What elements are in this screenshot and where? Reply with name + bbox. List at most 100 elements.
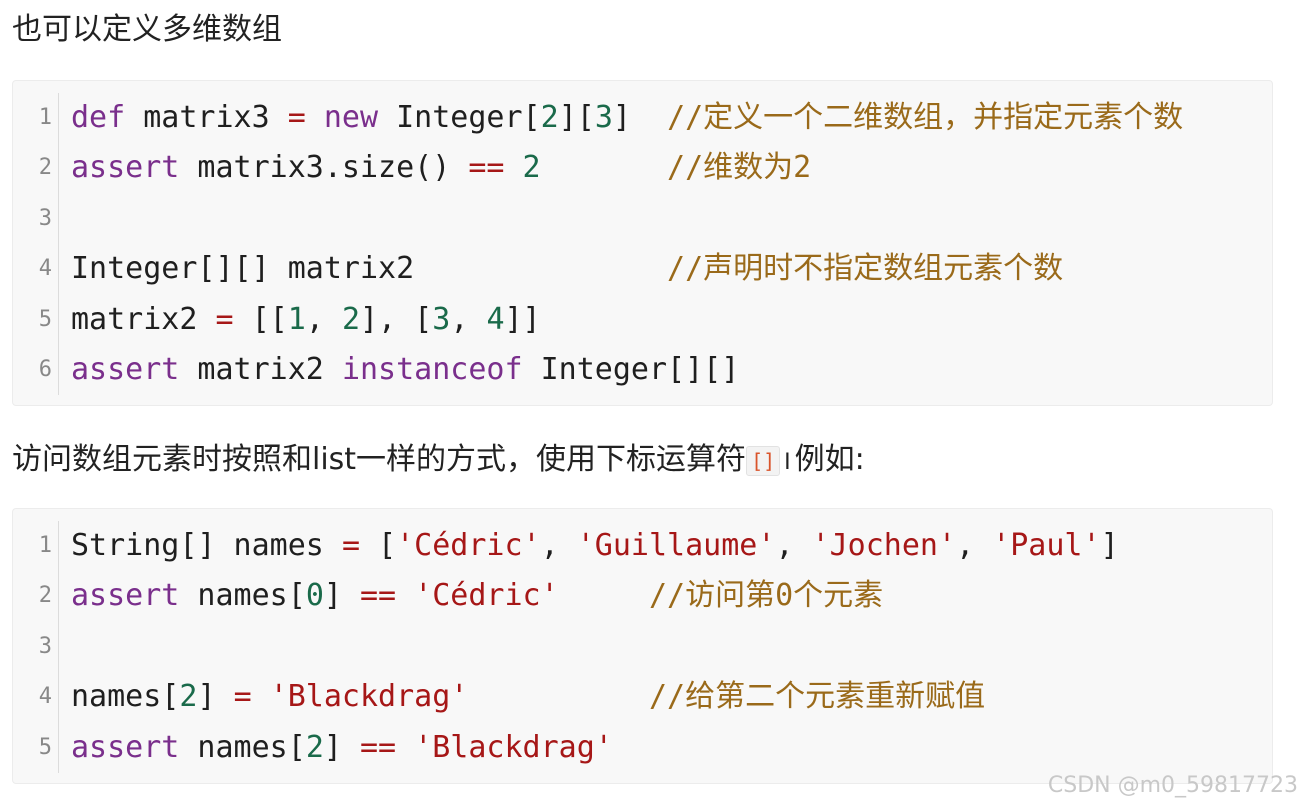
code-token [559,578,649,613]
code-token: 'Jochen' [811,528,957,563]
code-token: matrix3.size() [179,150,469,186]
line-number: 4 [38,684,52,710]
code-token: [ [360,528,397,563]
code-token: new [323,100,379,135]
code-token: = [233,679,252,715]
code-token [541,150,667,185]
code-token: , [540,528,577,563]
code-token: 2 [305,729,324,765]
code-token: //定义一个二维数组，并指定元素个数 [667,100,1184,135]
code-token: ]] [504,301,541,337]
code-token: , [956,528,993,563]
code-token: 'Paul' [992,528,1101,563]
code-token: ] [323,729,360,765]
code-token: 'Guillaume' [576,528,776,563]
code-token: //访问第0个元素 [649,578,884,614]
code-token: == [468,150,505,186]
line-number: 6 [38,356,52,382]
code-token: 2 [179,679,198,715]
code-line: assert matrix3.size() == 2 //维数为2 [71,143,1272,193]
code-token: 2 [341,301,360,337]
code-line [71,622,1272,672]
code-token: 'Cédric' [396,528,541,563]
line-number: 2 [38,155,52,181]
code-line: assert names[0] == 'Cédric' //访问第0个元素 [71,571,1272,621]
code-token: assert [71,729,180,765]
line-number: 5 [38,734,52,760]
code-token: ] [197,679,234,715]
code-token: def [71,100,126,135]
line-number: 4 [38,256,52,282]
code-token: == [360,578,397,614]
code-token: 'Blackdrag' [269,679,469,715]
code-line: assert matrix2 instanceof Integer[][] [71,345,1272,395]
line-number-gutter: 1 2 3 4 5 [13,521,59,773]
code-token: //给第二个元素重新赋值 [649,679,986,715]
code-token: Integer[][] matrix2 [71,251,668,287]
paragraph-before: 访问数组元素时按照和list一样的方式，使用下标运算符 [12,442,747,477]
code-token: Integer[ [378,100,541,135]
code-token: names[ [71,679,180,715]
code-token: matrix3 [125,100,288,135]
line-number-gutter: 1 2 3 4 5 6 [13,93,59,396]
code-token [306,100,324,135]
code-lines: def matrix3 = new Integer[2][3] //定义一个二维… [71,93,1272,395]
code-token [252,679,270,714]
code-token: 'Blackdrag' [414,729,613,765]
code-token: assert [71,351,180,387]
code-line: names[2] = 'Blackdrag' //给第二个元素重新赋值 [71,672,1272,722]
code-line: assert names[2] == 'Blackdrag' [71,723,1272,773]
code-token: ] [1100,528,1119,563]
code-token: , [305,301,342,337]
code-line [71,194,1272,244]
code-token: , [775,528,812,563]
code-token: = [287,100,306,135]
code-line: Integer[][] matrix2 //声明时不指定数组元素个数 [71,244,1272,294]
code-token: assert [71,578,180,614]
watermark: CSDN @m0_59817723 [1047,773,1298,798]
line-number: 5 [38,306,52,332]
code-token: instanceof [341,351,523,387]
line-number: 1 [38,105,52,130]
code-token: matrix2 [179,351,342,387]
code-token: //声明时不指定数组元素个数 [667,251,1064,287]
code-token: == [360,729,397,765]
code-token: 1 [287,301,306,337]
code-line: String[] names = ['Cédric', 'Guillaume',… [71,521,1272,571]
code-token: 2 [522,150,541,186]
code-token [396,578,414,613]
code-lines: String[] names = ['Cédric', 'Guillaume',… [71,521,1272,773]
code-token [468,679,649,714]
code-token: 3 [432,301,451,337]
code-line: def matrix3 = new Integer[2][3] //定义一个二维… [71,93,1272,143]
code-token: 3 [594,100,613,135]
code-token: names[ [179,578,306,614]
code-token: , [450,301,487,337]
text-cursor-icon: I [784,450,791,475]
code-token: matrix2 [71,301,216,337]
code-token: = [215,301,234,337]
code-token: 0 [305,578,324,614]
code-token: 'Cédric' [414,578,559,614]
line-number: 2 [38,583,52,609]
line-number: 3 [38,633,52,659]
code-token [396,730,414,765]
code-token [504,150,522,185]
code-token: ], [ [360,301,433,337]
code-token: ][ [558,100,595,135]
code-token: Integer[][] [522,351,740,387]
line-number: 3 [38,205,52,231]
line-number: 1 [38,533,52,558]
code-token: String[] names [71,528,342,563]
code-token: 4 [486,301,505,337]
code-token: ] [612,100,668,135]
inline-code-brackets: [] [746,445,781,476]
code-token: //维数为2 [667,150,812,186]
code-token: names[ [179,729,306,765]
code-token: 2 [540,100,559,135]
section-heading: 也可以定义多维数组 [12,12,282,47]
code-token: ] [323,578,360,614]
